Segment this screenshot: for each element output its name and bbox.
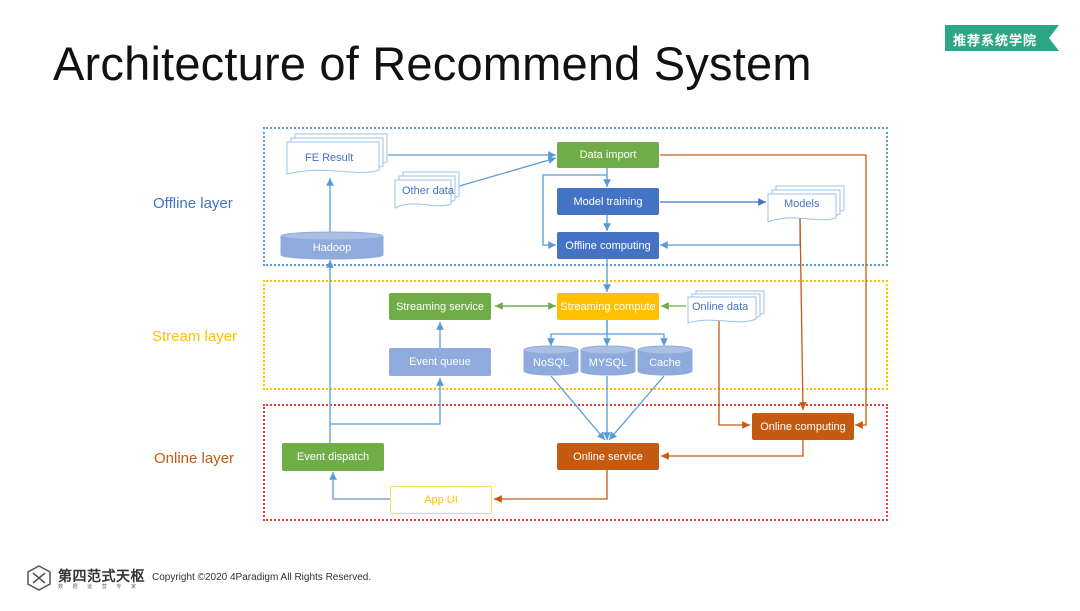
event-dispatch-box: Event dispatch: [282, 443, 384, 471]
page-title: Architecture of Recommend System: [53, 37, 812, 90]
streaming-service-box: Streaming service: [389, 293, 491, 320]
hadoop-cylinder-shape: [280, 231, 384, 260]
nosql-label: NoSQL: [532, 357, 570, 369]
stream-layer-box: [263, 280, 888, 390]
models-doc-shape: [767, 185, 845, 223]
stream-layer-label: Stream layer: [152, 328, 238, 345]
edge-service-to-app: [494, 470, 608, 503]
online-layer-label: Online layer: [154, 450, 235, 467]
edge-models-to-onlinecomp: [798, 217, 807, 411]
edge-onlinecomp-to-service: [661, 440, 804, 460]
other-data-label: Other data: [402, 185, 454, 197]
academy-badge: 推荐系统学院: [945, 25, 1059, 51]
mysql-cylinder-shape: [580, 345, 636, 376]
edge-stream-to-cache: [607, 333, 668, 346]
online-data-doc-shape: [687, 290, 765, 324]
copyright-text: Copyright ©2020 4Paradigm All Rights Res…: [152, 572, 372, 583]
badge-shape: [945, 25, 1059, 51]
other-data-doc-shape: [394, 171, 460, 209]
event-queue-box: Event queue: [389, 348, 491, 376]
cache-label: Cache: [649, 357, 681, 369]
edge-nosql-to-service: [550, 375, 606, 441]
model-training-box: Model training: [557, 188, 659, 215]
edge-app-to-dispatch: [329, 472, 390, 500]
badge-label: 推荐系统学院: [953, 34, 1038, 49]
fe-result-doc-shape: [286, 133, 388, 175]
offline-layer-box: [263, 127, 888, 266]
brand-subtitle: 数 据 运 营 专 家: [58, 584, 140, 590]
hadoop-label: Hadoop: [312, 242, 352, 254]
edge-import-to-offline: [542, 174, 607, 249]
brand-logo-icon: [27, 565, 51, 591]
brand-name: 第四范式天枢: [58, 569, 145, 585]
edge-onlinedata-to-onlinecomp: [718, 318, 750, 429]
offline-computing-box: Offline computing: [557, 232, 659, 259]
data-import-box: Data import: [557, 142, 659, 168]
app-ui-box: App UI: [390, 486, 492, 514]
models-label: Models: [784, 198, 820, 210]
edge-stream-to-nosql: [547, 320, 608, 346]
mysql-label: MYSQL: [588, 357, 628, 369]
edge-dispatch-to-queue: [330, 378, 444, 425]
offline-layer-label: Offline layer: [153, 195, 233, 212]
edge-import-to-onlinecomp: [660, 154, 867, 429]
cache-cylinder-shape: [637, 345, 693, 376]
streaming-compute-box: Streaming compute: [557, 293, 659, 320]
edge-other-to-import: [455, 156, 557, 188]
edge-cache-to-service: [608, 375, 665, 441]
fe-result-label: FE Result: [305, 152, 354, 164]
online-service-box: Online service: [557, 443, 659, 470]
nosql-cylinder-shape: [523, 345, 579, 376]
online-data-label: Online data: [692, 301, 749, 313]
online-computing-box: Online computing: [752, 413, 854, 440]
